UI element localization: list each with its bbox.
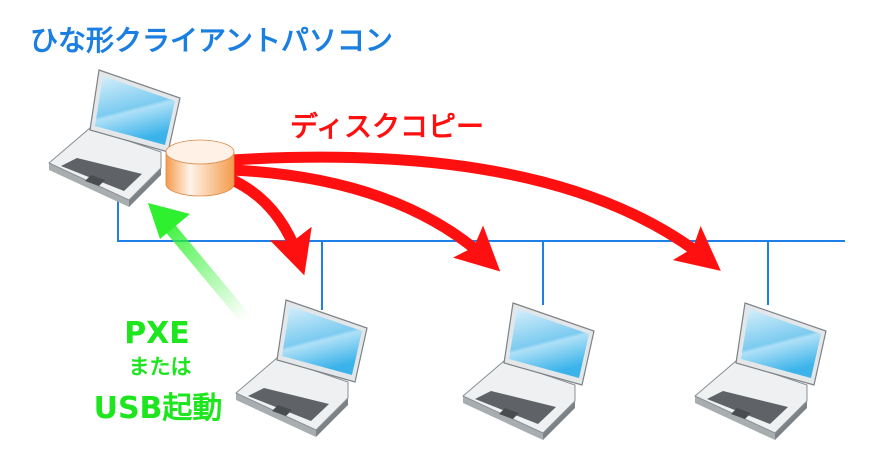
boot-label-or: または	[129, 355, 192, 379]
laptop-icon	[48, 69, 181, 208]
disk-copy-label: ディスクコピー	[290, 110, 484, 143]
laptop-icon	[462, 302, 595, 441]
boot-label-usb: USB起動	[94, 391, 223, 426]
red-arrows	[225, 151, 721, 276]
laptop-icon	[235, 299, 368, 438]
arrow-icon	[231, 151, 721, 271]
arrow-icon	[148, 203, 190, 239]
arrow-icon	[225, 172, 312, 276]
laptop-icon	[694, 302, 827, 441]
boot-label: PXE または USB起動	[94, 316, 223, 426]
arrow-icon	[231, 164, 501, 272]
boot-label-pxe: PXE	[124, 316, 190, 351]
disk-icon	[165, 139, 235, 197]
green-arrow	[148, 203, 250, 322]
page-title: ひな形クライアントパソコン	[30, 24, 393, 57]
network-lines	[117, 198, 845, 310]
